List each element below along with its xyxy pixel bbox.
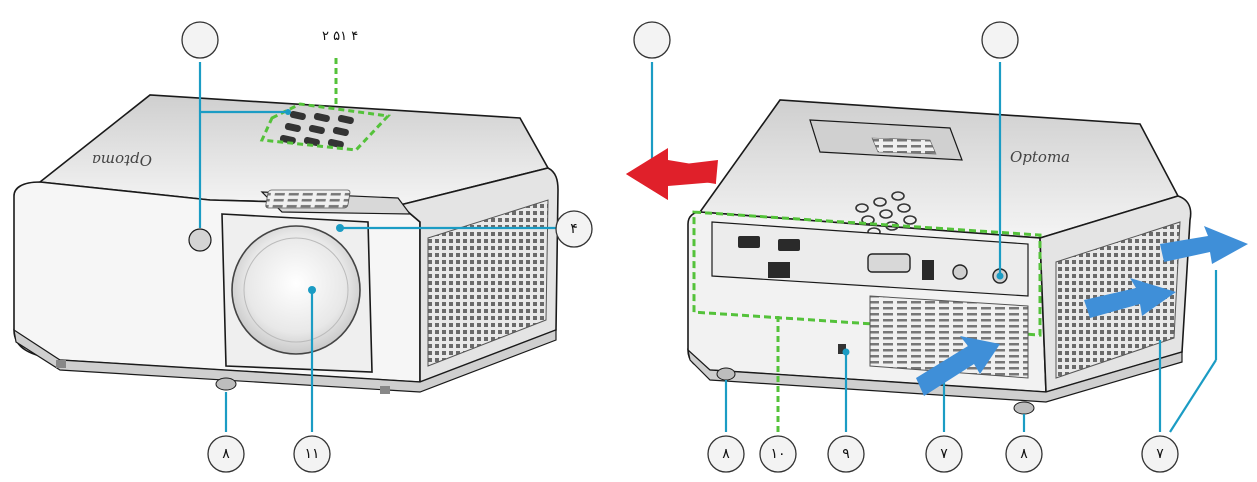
lan-port <box>768 262 790 278</box>
ir-receiver-front <box>188 228 212 252</box>
front-keypad-dash <box>259 102 392 152</box>
callout-label: ۸ <box>222 446 230 462</box>
front-leaders <box>198 62 558 432</box>
callout-circle <box>1005 435 1043 473</box>
usb-port <box>922 260 934 280</box>
callout-label: ۸ <box>722 446 730 462</box>
callout-circle <box>759 435 797 473</box>
callout-circle <box>633 21 671 59</box>
callout-circle <box>555 210 593 248</box>
rear-bottom-lip <box>687 348 1183 403</box>
callout-circle <box>827 435 865 473</box>
callout-label: ۱۰ <box>770 446 785 462</box>
callout-group: ۴ ۸ ۱۱ ۸ ۱۰ ۹ ۷ ۸ ۷ <box>181 21 1179 473</box>
hdmi-port-2 <box>778 239 800 251</box>
leader-dot <box>336 224 344 232</box>
front-projector: Optoma <box>13 94 559 394</box>
security-slot <box>838 344 846 354</box>
callout-label: ۴ <box>570 221 578 237</box>
callout-label: ۹ <box>842 446 850 462</box>
callout-circle <box>1141 435 1179 473</box>
keypad-callout-label: ۲ ۵۱ ۴ <box>322 29 358 44</box>
lens <box>231 225 361 355</box>
callout-label: ۷ <box>940 446 948 462</box>
exhaust-arrow-body <box>626 150 718 200</box>
leader-dot <box>308 286 316 294</box>
intake-arrow-side-1-icon <box>1084 278 1176 318</box>
callout-circle <box>181 21 219 59</box>
top-exhaust-slots <box>871 137 937 155</box>
leader-dot <box>996 272 1004 280</box>
rear-foot-right <box>1013 401 1035 415</box>
callout-label: ۱۱ <box>304 446 319 462</box>
front-foot-left <box>215 377 237 391</box>
leader-dot <box>842 348 850 356</box>
io-dash-box <box>692 210 1042 337</box>
focus-ring <box>265 189 351 209</box>
vga-port <box>867 253 911 273</box>
hdmi-port-1 <box>738 236 760 248</box>
callout-circle <box>293 435 331 473</box>
callout-circle <box>207 435 245 473</box>
intake-arrow-side-2-icon <box>1160 226 1248 264</box>
callout-label: ۸ <box>1020 446 1028 462</box>
callout-circle <box>925 435 963 473</box>
front-bottom-lip <box>13 328 557 393</box>
front-side-grille <box>427 199 549 367</box>
rear-foot-left <box>716 367 736 381</box>
intake-arrow-rear-icon <box>916 336 1000 396</box>
front-brand-logo: Optoma <box>92 151 152 169</box>
callout-circle <box>707 435 745 473</box>
callout-label: ۷ <box>1156 446 1164 462</box>
callout-circle <box>981 21 1019 59</box>
rear-leaders <box>650 62 1218 433</box>
lens-ring <box>243 237 349 343</box>
rear-brand-logo: Optoma <box>1010 148 1070 166</box>
front-foot-right <box>380 386 390 394</box>
front-foot-back <box>56 360 66 368</box>
audio-port <box>952 264 968 280</box>
leader-dot <box>285 109 291 115</box>
